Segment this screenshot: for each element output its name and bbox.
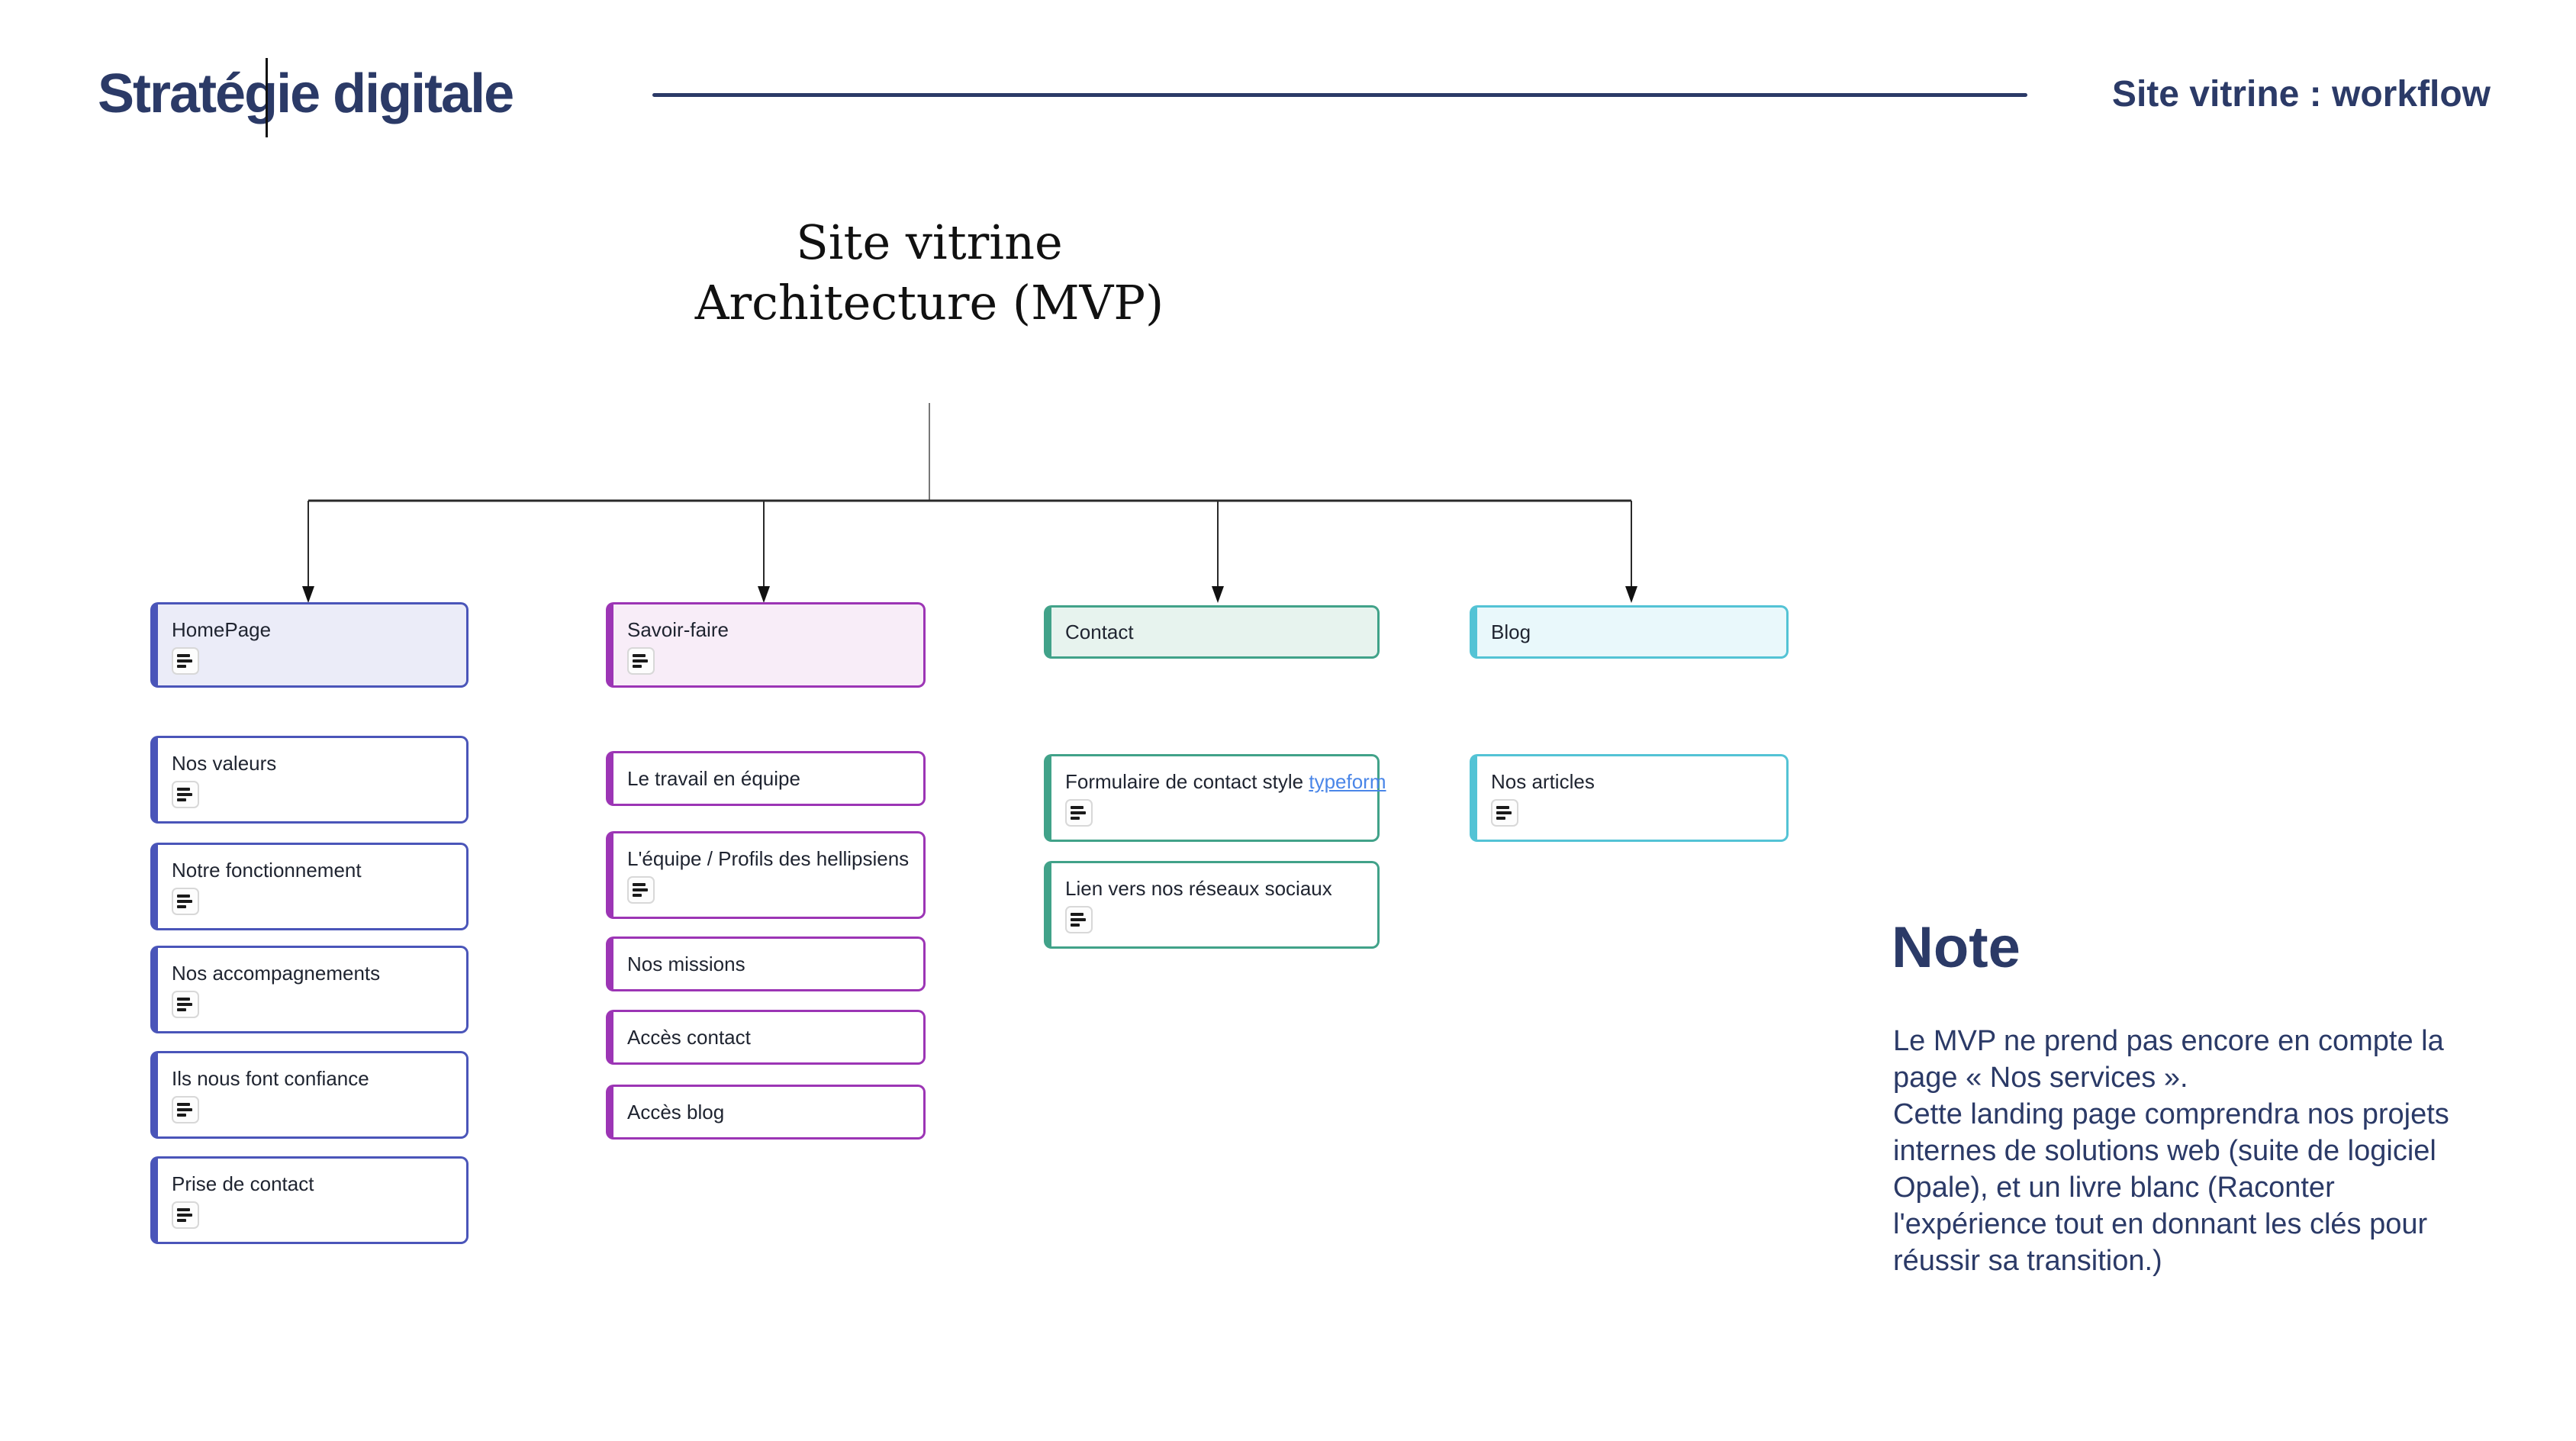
node-label: Notre fonctionnement [172, 859, 362, 882]
notes-icon[interactable] [627, 647, 655, 675]
arrowhead-contact [1212, 586, 1224, 603]
node-label: Formulaire de contact style typeform [1051, 756, 1386, 795]
notes-icon-bar [177, 659, 192, 662]
notes-icon[interactable] [172, 888, 199, 915]
node-label: Le travail en équipe [627, 767, 800, 790]
node-label: L'équipe / Profils des hellipsiens [627, 847, 910, 870]
card-nos-missions[interactable]: Nos missions [606, 936, 926, 991]
node-label: Savoir-faire [627, 618, 729, 641]
node-label-link[interactable]: typeform [1309, 770, 1386, 793]
node-label: Blog [1491, 621, 1531, 643]
notes-icon-bar [177, 1208, 190, 1211]
notes-icon-bar [1071, 817, 1080, 820]
card-nos-valeurs[interactable]: Nos valeurs [150, 736, 469, 824]
notes-icon-bar [177, 1003, 192, 1006]
header-divider [652, 93, 2027, 97]
notes-icon-bar [633, 888, 648, 891]
card-prise-de-contact[interactable]: Prise de contact [150, 1156, 469, 1244]
node-contact[interactable]: Contact [1044, 605, 1380, 659]
notes-icon-bar [177, 1219, 186, 1222]
page-title: Site vitrine : workflow [2111, 74, 2491, 114]
card-nos-articles[interactable]: Nos articles [1470, 754, 1789, 842]
node-savoir-faire[interactable]: Savoir-faire [606, 602, 926, 688]
notes-icon-bar [177, 793, 192, 796]
notes-icon-bar [1496, 817, 1505, 820]
notes-icon[interactable] [172, 991, 199, 1018]
notes-icon-bar [1071, 806, 1084, 809]
notes-icon-bar [633, 883, 646, 886]
notes-icon-bar [177, 654, 190, 657]
notes-icon-bar [177, 1008, 186, 1011]
node-homepage[interactable]: HomePage [150, 602, 469, 688]
node-label: Lien vers nos réseaux sociaux [1065, 877, 1332, 900]
card-notre-fonctionnement[interactable]: Notre fonctionnement [150, 843, 469, 930]
notes-icon-bar [177, 998, 190, 1001]
notes-icon[interactable] [172, 781, 199, 808]
note-body: Le MVP ne prend pas encore en compte la … [1893, 1025, 2449, 1277]
arrowhead-blog [1625, 586, 1637, 603]
card-l-quipe-profils-des-hellipsiens[interactable]: L'équipe / Profils des hellipsiens [606, 831, 926, 919]
notes-icon-bar [177, 1114, 186, 1117]
notes-icon-bar [633, 894, 642, 897]
card-ils-nous-font-confiance[interactable]: Ils nous font confiance [150, 1051, 469, 1139]
notes-icon-bar [1071, 913, 1084, 916]
notes-icon[interactable] [172, 647, 199, 675]
card-le-travail-en-quipe[interactable]: Le travail en équipe [606, 751, 926, 806]
diagram-title-line2: Architecture (MVP) [694, 275, 1164, 330]
notes-icon[interactable] [1065, 906, 1093, 933]
notes-icon-bar [1496, 811, 1512, 814]
notes-icon-bar [177, 900, 192, 903]
notes-icon-bar [177, 788, 190, 791]
node-label: Accès contact [627, 1026, 751, 1049]
notes-icon-bar [177, 798, 186, 801]
card-formulaire-de-contact-style-typeform[interactable]: Formulaire de contact style typeform [1044, 754, 1386, 842]
node-label: Nos missions [627, 953, 745, 975]
node-blog[interactable]: Blog [1470, 605, 1789, 659]
card-acc-s-contact[interactable]: Accès contact [606, 1010, 926, 1065]
notes-icon-bar [633, 654, 646, 657]
card-acc-s-blog[interactable]: Accès blog [606, 1085, 926, 1140]
node-label: HomePage [172, 618, 272, 641]
node-label: Contact [1065, 621, 1134, 643]
notes-icon-bar [633, 665, 642, 668]
diagram-title: Site vitrine Architecture (MVP) [624, 212, 1235, 333]
node-label: Nos valeurs [172, 752, 277, 775]
node-label: Ils nous font confiance [172, 1067, 369, 1090]
notes-icon-bar [177, 1214, 192, 1217]
notes-icon[interactable] [1491, 799, 1518, 827]
card-nos-accompagnements[interactable]: Nos accompagnements [150, 946, 469, 1033]
notes-icon[interactable] [172, 1096, 199, 1123]
notes-icon[interactable] [1065, 799, 1093, 827]
arrowhead-savoir-faire [758, 586, 770, 603]
node-label: Nos accompagnements [172, 962, 381, 985]
arrowhead-homepage [302, 586, 314, 603]
node-label: Prise de contact [172, 1172, 314, 1195]
node-label: Accès blog [627, 1101, 725, 1123]
notes-icon-bar [177, 665, 186, 668]
notes-icon-bar [1071, 811, 1086, 814]
text-cursor [266, 58, 268, 137]
card-lien-vers-nos-r-seaux-sociaux[interactable]: Lien vers nos réseaux sociaux [1044, 861, 1380, 949]
diagram-title-line1: Site vitrine [796, 214, 1063, 270]
node-label: Nos articles [1491, 770, 1595, 793]
notes-icon-bar [177, 895, 190, 898]
notes-icon-bar [633, 659, 648, 662]
app-logo-text[interactable]: Stratégie digitale [98, 63, 514, 124]
notes-icon-bar [1071, 924, 1080, 927]
notes-icon-bar [177, 1108, 192, 1111]
notes-icon[interactable] [172, 1201, 199, 1229]
node-label-text: Formulaire de contact style [1065, 770, 1309, 793]
notes-icon-bar [1496, 806, 1509, 809]
notes-icon-bar [1071, 918, 1086, 921]
note-heading: Note [1892, 915, 2021, 980]
notes-icon-bar [177, 905, 186, 908]
notes-icon-bar [177, 1103, 190, 1106]
notes-icon[interactable] [627, 876, 655, 904]
